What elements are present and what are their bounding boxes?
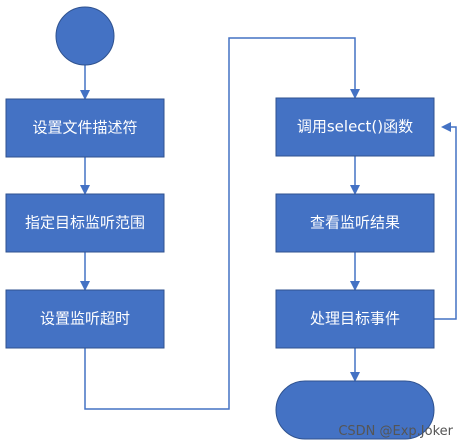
arrow-loop-back-to-call-select bbox=[433, 122, 457, 320]
set-fd-node bbox=[5, 98, 165, 158]
watermark: CSDN @Exp.Joker bbox=[338, 424, 453, 439]
handle-event-node bbox=[275, 289, 435, 349]
view-result-node bbox=[275, 193, 435, 253]
call-select-node bbox=[275, 97, 435, 157]
start-node bbox=[55, 6, 115, 66]
set-timeout-node bbox=[5, 289, 165, 349]
handle-event-label: 处理目标事件 bbox=[310, 310, 400, 328]
end-node bbox=[275, 380, 435, 440]
set-range-label: 指定目标监听范围 bbox=[25, 214, 145, 232]
set-timeout-label: 设置监听超时 bbox=[40, 310, 130, 328]
set-range-node bbox=[5, 193, 165, 253]
view-result-label: 查看监听结果 bbox=[310, 214, 400, 232]
arrow-set-timeout-to-call-select bbox=[84, 37, 360, 410]
set-fd-label: 设置文件描述符 bbox=[32, 119, 137, 137]
call-select-label: 调用select()函数 bbox=[297, 118, 413, 136]
